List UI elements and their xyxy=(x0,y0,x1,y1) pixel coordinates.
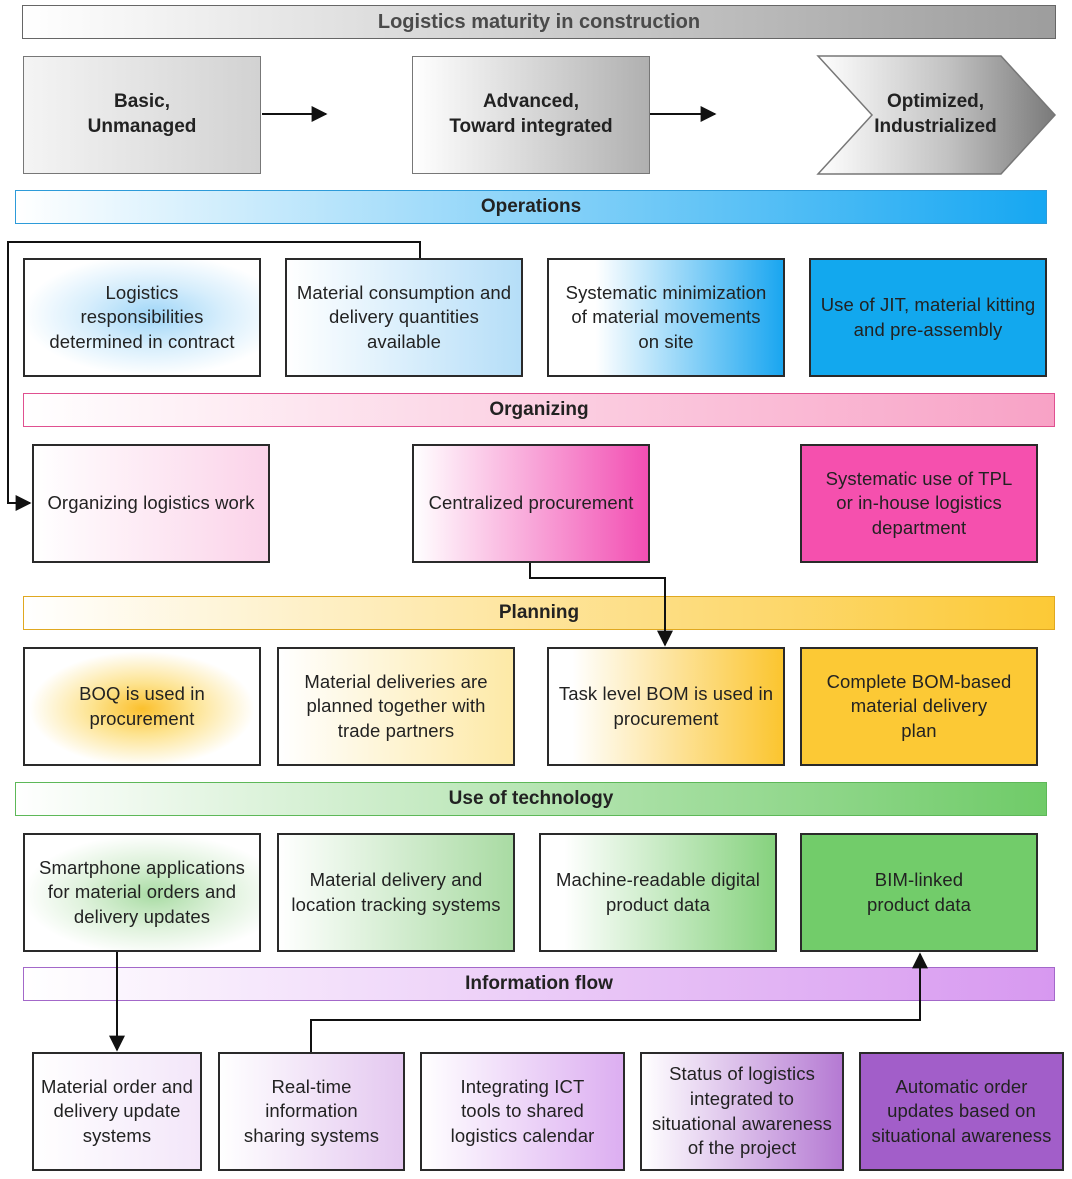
information-box-label: Integrating ICT tools to shared logistic… xyxy=(450,1075,595,1146)
technology-box-label: BIM-linked product data xyxy=(866,868,972,915)
planning-box-trade-partners: Material deliveries are planned together… xyxy=(277,647,515,766)
organizing-box-label: Systematic use of TPL or in-house logist… xyxy=(825,467,1013,538)
operations-box-label: Logistics responsibilities determined in… xyxy=(49,281,235,352)
technology-box-tracking: Material delivery and location tracking … xyxy=(277,833,515,952)
organizing-box-tpl: Systematic use of TPL or in-house logist… xyxy=(800,444,1038,563)
organizing-box-label: Organizing logistics work xyxy=(47,492,255,514)
operations-box-label: Material consumption and delivery quanti… xyxy=(296,281,512,352)
band-operations: Operations xyxy=(15,190,1047,224)
organizing-box-label: Centralized procurement xyxy=(428,492,634,514)
stage-optimized: Optimized, Industrialized xyxy=(858,56,1013,174)
operations-box-contract: Logistics responsibilities determined in… xyxy=(23,258,261,377)
planning-box-complete-bom: Complete BOM-based material delivery pla… xyxy=(800,647,1038,766)
organizing-box-logistics-work: Organizing logistics work xyxy=(32,444,270,563)
operations-box-minimization: Systematic minimization of material move… xyxy=(547,258,785,377)
organizing-box-procurement: Centralized procurement xyxy=(412,444,650,563)
technology-box-digital-data: Machine-readable digital product data xyxy=(539,833,777,952)
operations-box-label: Systematic minimization of material move… xyxy=(565,281,767,352)
stage-optimized-chevron xyxy=(816,55,1057,175)
technology-box-smartphone: Smartphone applications for material ord… xyxy=(23,833,261,952)
stage-advanced-label: Advanced, Toward integrated xyxy=(449,91,613,137)
technology-box-label: Machine-readable digital product data xyxy=(556,868,760,915)
stage-optimized-label: Optimized, Industrialized xyxy=(874,91,997,137)
information-box-situational-status: Status of logistics integrated to situat… xyxy=(640,1052,844,1171)
operations-box-jit: Use of JIT, material kitting and pre-ass… xyxy=(809,258,1047,377)
stage-basic-label: Basic, Unmanaged xyxy=(87,91,197,137)
technology-box-label: Smartphone applications for material ord… xyxy=(39,856,245,927)
planning-box-label: Complete BOM-based material delivery pla… xyxy=(826,670,1012,741)
information-box-label: Automatic order updates based on situati… xyxy=(871,1075,1052,1146)
band-information: Information flow xyxy=(23,967,1055,1001)
band-organizing: Organizing xyxy=(23,393,1055,427)
information-box-automatic-updates: Automatic order updates based on situati… xyxy=(859,1052,1064,1171)
planning-box-task-bom: Task level BOM is used in procurement xyxy=(547,647,785,766)
stage-basic: Basic, Unmanaged xyxy=(23,56,261,174)
band-technology: Use of technology xyxy=(15,782,1047,816)
stage-advanced: Advanced, Toward integrated xyxy=(412,56,650,174)
information-box-ict-calendar: Integrating ICT tools to shared logistic… xyxy=(420,1052,625,1171)
information-box-realtime: Real-time information sharing systems xyxy=(218,1052,405,1171)
operations-box-label: Use of JIT, material kitting and pre-ass… xyxy=(820,293,1036,340)
planning-box-boq: BOQ is used in procurement xyxy=(23,647,261,766)
technology-box-label: Material delivery and location tracking … xyxy=(291,868,501,915)
information-box-label: Material order and delivery update syste… xyxy=(41,1075,193,1146)
technology-box-bim: BIM-linked product data xyxy=(800,833,1038,952)
operations-box-quantities: Material consumption and delivery quanti… xyxy=(285,258,523,377)
planning-box-label: BOQ is used in procurement xyxy=(79,682,205,729)
diagram-title: Logistics maturity in construction xyxy=(22,5,1056,39)
information-box-order-systems: Material order and delivery update syste… xyxy=(32,1052,202,1171)
planning-box-label: Material deliveries are planned together… xyxy=(304,670,488,741)
band-planning: Planning xyxy=(23,596,1055,630)
planning-box-label: Task level BOM is used in procurement xyxy=(558,682,774,729)
information-box-label: Status of logistics integrated to situat… xyxy=(651,1063,832,1159)
information-box-label: Real-time information sharing systems xyxy=(243,1075,380,1146)
